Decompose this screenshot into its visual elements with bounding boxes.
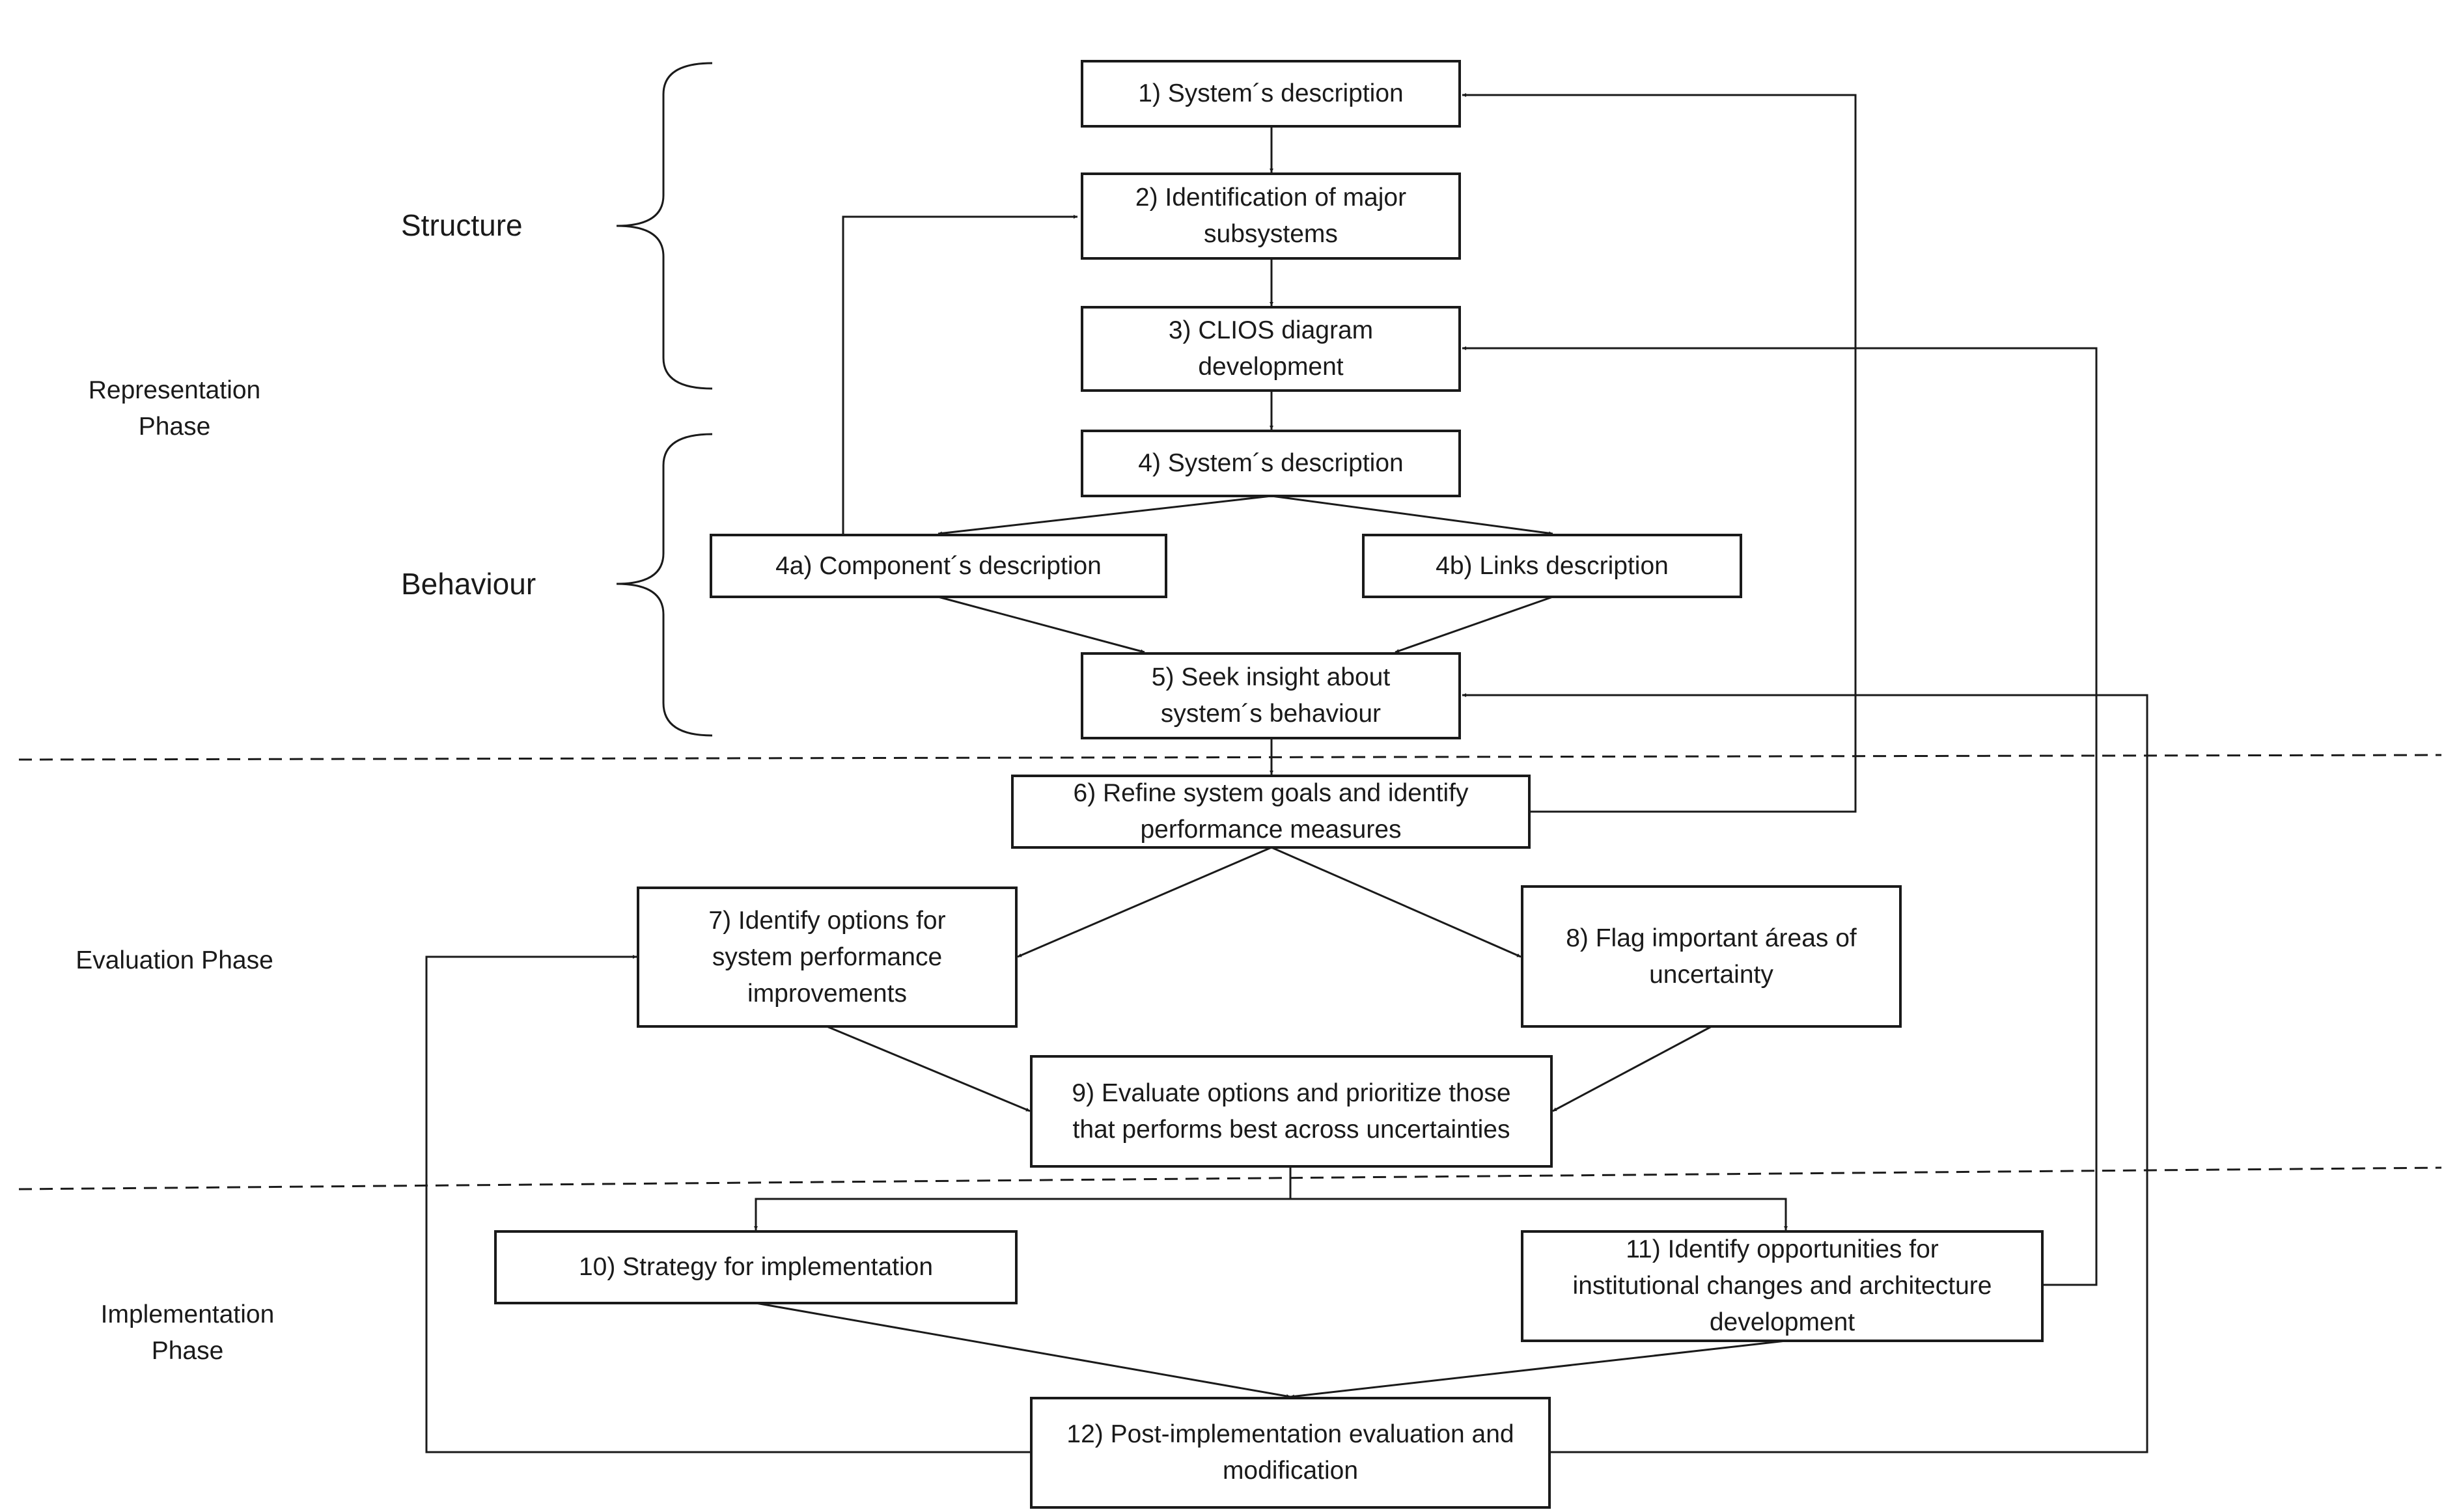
structure-brace (616, 62, 713, 390)
feedback-12-to-7 (425, 955, 1030, 1453)
step-3-box: 3) CLIOS diagram development (1081, 306, 1461, 392)
step-4-box: 4) System´s description (1081, 430, 1461, 497)
phase-divider-1 (18, 754, 2442, 761)
step-5-box: 5) Seek insight about system´s behaviour (1081, 652, 1461, 739)
arrow-6-to-8 (1271, 846, 1521, 958)
arrow-8-to-9 (1552, 1025, 1712, 1112)
arrow-9-to-10 (754, 1168, 1292, 1230)
phase-label-representation: Representation Phase (88, 376, 261, 441)
step-2-box: 2) Identification of major subsystems (1081, 172, 1461, 260)
behaviour-brace (616, 433, 713, 737)
step-4a-box: 4a) Component´s description (710, 534, 1167, 598)
arrow-4b-to-5 (1395, 596, 1553, 653)
arrow-4a-to-5 (938, 596, 1145, 653)
step-6-box: 6) Refine system goals and identify perf… (1011, 775, 1531, 849)
arrow-6-to-7 (1017, 846, 1272, 958)
step-8-box: 8) Flag important áreas of uncertainty (1521, 885, 1902, 1028)
feedback-11-to-3 (1462, 346, 2098, 1286)
step-7-box: 7) Identify options for system performan… (637, 887, 1018, 1028)
feedback-4a-to-2 (842, 215, 1077, 534)
step-1-box: 1) System´s description (1081, 60, 1461, 128)
arrow-11-to-12 (1290, 1340, 1786, 1399)
phase-divider-2 (18, 1166, 2442, 1190)
step-4b-box: 4b) Links description (1362, 534, 1742, 598)
arrow-4-to-4b (1271, 495, 1553, 536)
group-label-behaviour: Behaviour (401, 567, 536, 601)
step-12-box: 12) Post-implementation evaluation and m… (1030, 1397, 1551, 1509)
feedback-12-to-5 (1462, 693, 2148, 1453)
arrow-10-to-12 (755, 1302, 1291, 1398)
group-label-structure: Structure (401, 208, 523, 242)
arrow-9-to-11 (1290, 1198, 1788, 1230)
step-9-box: 9) Evaluate options and prioritize those… (1030, 1055, 1553, 1168)
arrow-7-to-9 (826, 1025, 1031, 1112)
phase-label-implementation: Implementation Phase (100, 1300, 275, 1365)
step-10-box: 10) Strategy for implementation (494, 1230, 1018, 1304)
feedback-6-to-1 (1462, 93, 1857, 813)
step-11-box: 11) Identify opportunities for instituti… (1521, 1230, 2044, 1342)
arrow-4-to-4a (938, 495, 1272, 536)
phase-label-evaluation: Evaluation Phase (76, 946, 273, 974)
